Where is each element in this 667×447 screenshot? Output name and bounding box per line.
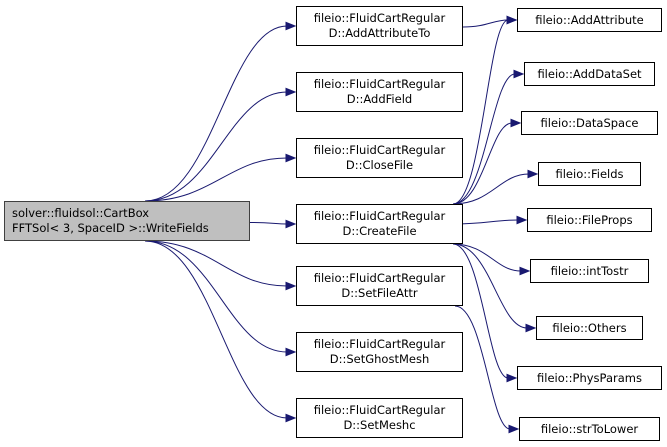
edge-root-to-closefile bbox=[144, 157, 288, 202]
edge-arrowhead bbox=[285, 219, 297, 229]
node-adddataset[interactable]: fileio::AddDataSet bbox=[524, 62, 655, 86]
node-label-line: fileio::PhysParams bbox=[537, 370, 642, 385]
node-label-line: fileio::FluidCartRegular bbox=[313, 337, 446, 351]
edge-root-to-setghostmesh bbox=[144, 240, 288, 353]
edge-createfile-to-dataspace bbox=[452, 122, 513, 205]
node-physparams[interactable]: fileio::PhysParams bbox=[517, 366, 662, 390]
node-label-line: fileio::FluidCartRegular bbox=[313, 77, 446, 91]
node-fileprops[interactable]: fileio::FileProps bbox=[527, 208, 652, 232]
edge-createfile-to-fields bbox=[452, 173, 530, 205]
node-dataspace[interactable]: fileio::DataSpace bbox=[521, 111, 658, 135]
node-label-line: fileio::Fields bbox=[555, 166, 624, 181]
node-label-line: D::SetMeshc bbox=[343, 418, 416, 432]
edge-root-to-createfile bbox=[249, 222, 288, 225]
edge-arrowhead bbox=[285, 281, 297, 291]
node-label-line: D::CloseFile bbox=[345, 158, 414, 172]
edge-arrowhead bbox=[510, 118, 522, 128]
node-label-line: D::CreateFile bbox=[342, 224, 417, 238]
edge-root-to-addfield bbox=[144, 91, 288, 202]
node-label-line: fileio::FluidCartRegular bbox=[313, 271, 446, 285]
node-addattribute[interactable]: fileio::AddAttribute bbox=[517, 8, 662, 32]
node-label-line: FFTSol< 3, SpaceID >::WriteFields bbox=[12, 221, 209, 235]
edge-arrowhead bbox=[506, 15, 518, 25]
edge-createfile-to-adddataset bbox=[452, 73, 516, 205]
node-label-line: fileio::FluidCartRegular bbox=[313, 209, 446, 223]
edge-root-to-addattributeto bbox=[144, 25, 288, 202]
edge-createfile-to-inttostr bbox=[452, 243, 522, 272]
node-label-line: fileio::AddDataSet bbox=[537, 66, 642, 81]
node-label-line: solver::fluidsol::CartBox bbox=[12, 206, 150, 220]
node-label-line: fileio::FluidCartRegular bbox=[313, 403, 446, 417]
node-fields[interactable]: fileio::Fields bbox=[538, 162, 641, 186]
node-label-line: fileio::strToLower bbox=[540, 421, 639, 436]
node-label-line: fileio::Others bbox=[552, 320, 627, 335]
edge-arrowhead bbox=[285, 87, 297, 97]
node-others[interactable]: fileio::Others bbox=[536, 316, 643, 340]
edge-root-to-setmeshc bbox=[144, 240, 288, 419]
edge-arrowhead bbox=[506, 373, 518, 383]
edge-addattributeto-to-addattribute bbox=[462, 19, 509, 28]
node-strtolower[interactable]: fileio::strToLower bbox=[519, 417, 660, 441]
edge-arrowhead bbox=[508, 424, 520, 434]
node-label-line: fileio::FluidCartRegular bbox=[313, 143, 446, 157]
edge-root-to-setfileattr bbox=[144, 240, 288, 287]
node-label-line: fileio::DataSpace bbox=[540, 115, 639, 130]
edge-arrowhead bbox=[285, 413, 297, 423]
edge-arrowhead bbox=[285, 21, 297, 31]
node-label-line: fileio::AddAttribute bbox=[535, 12, 644, 27]
node-label-line: fileio::FileProps bbox=[546, 212, 633, 227]
edge-arrowhead bbox=[525, 323, 537, 333]
edge-createfile-to-addattribute bbox=[452, 19, 509, 205]
node-label-line: D::AddAttributeTo bbox=[328, 26, 431, 40]
node-inttostr[interactable]: fileio::intTostr bbox=[530, 259, 649, 283]
edge-arrowhead bbox=[285, 347, 297, 357]
node-label-line: D::SetFileAttr bbox=[341, 286, 418, 300]
edge-setfileattr-to-strtolower bbox=[454, 305, 511, 430]
edge-createfile-to-physparams bbox=[452, 243, 509, 379]
edge-arrowhead bbox=[285, 153, 297, 163]
edge-arrowhead bbox=[516, 215, 528, 225]
node-label-line: fileio::intTostr bbox=[550, 263, 629, 278]
edge-arrowhead bbox=[519, 266, 531, 276]
node-label-line: D::AddField bbox=[346, 92, 413, 106]
node-label-line: D::SetGhostMesh bbox=[329, 352, 430, 366]
edge-arrowhead bbox=[527, 169, 539, 179]
edge-arrowhead bbox=[513, 69, 525, 79]
node-label-line: fileio::FluidCartRegular bbox=[313, 11, 446, 25]
edge-createfile-to-others bbox=[452, 243, 528, 329]
